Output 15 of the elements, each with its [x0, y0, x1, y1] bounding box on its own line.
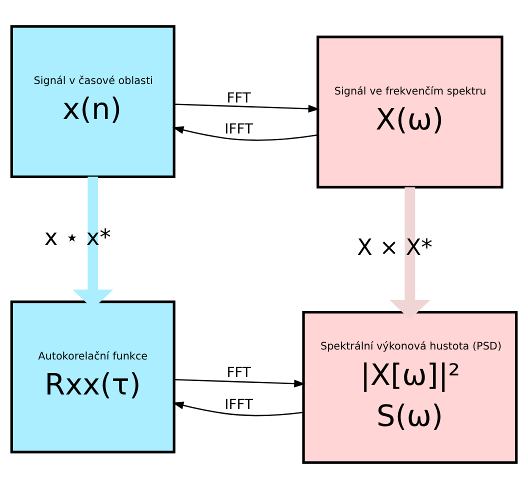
node-box: Signál ve frekvenčím spektru X(ω): [316, 36, 504, 188]
node-box: Spektrální výkonová hustota (PSD) |X[ω]|² S(ω): [302, 310, 518, 464]
node-box: Autokorelační funkce Rxx(τ): [10, 300, 176, 454]
node-box: Signál v časové oblasti x(n): [10, 25, 176, 178]
edge-label: X × X*: [356, 235, 432, 262]
arrow: [174, 378, 306, 388]
arrow: [390, 187, 430, 320]
arrow: [172, 126, 318, 141]
edge-label: IFFT: [224, 122, 253, 138]
edge-label: FFT: [226, 364, 251, 381]
edge-label: FFT: [226, 90, 251, 106]
arrow: [172, 402, 304, 416]
edge-label: IFFT: [224, 396, 253, 413]
edge-label: x ⋆ x*: [44, 224, 111, 251]
arrow: [174, 104, 320, 113]
